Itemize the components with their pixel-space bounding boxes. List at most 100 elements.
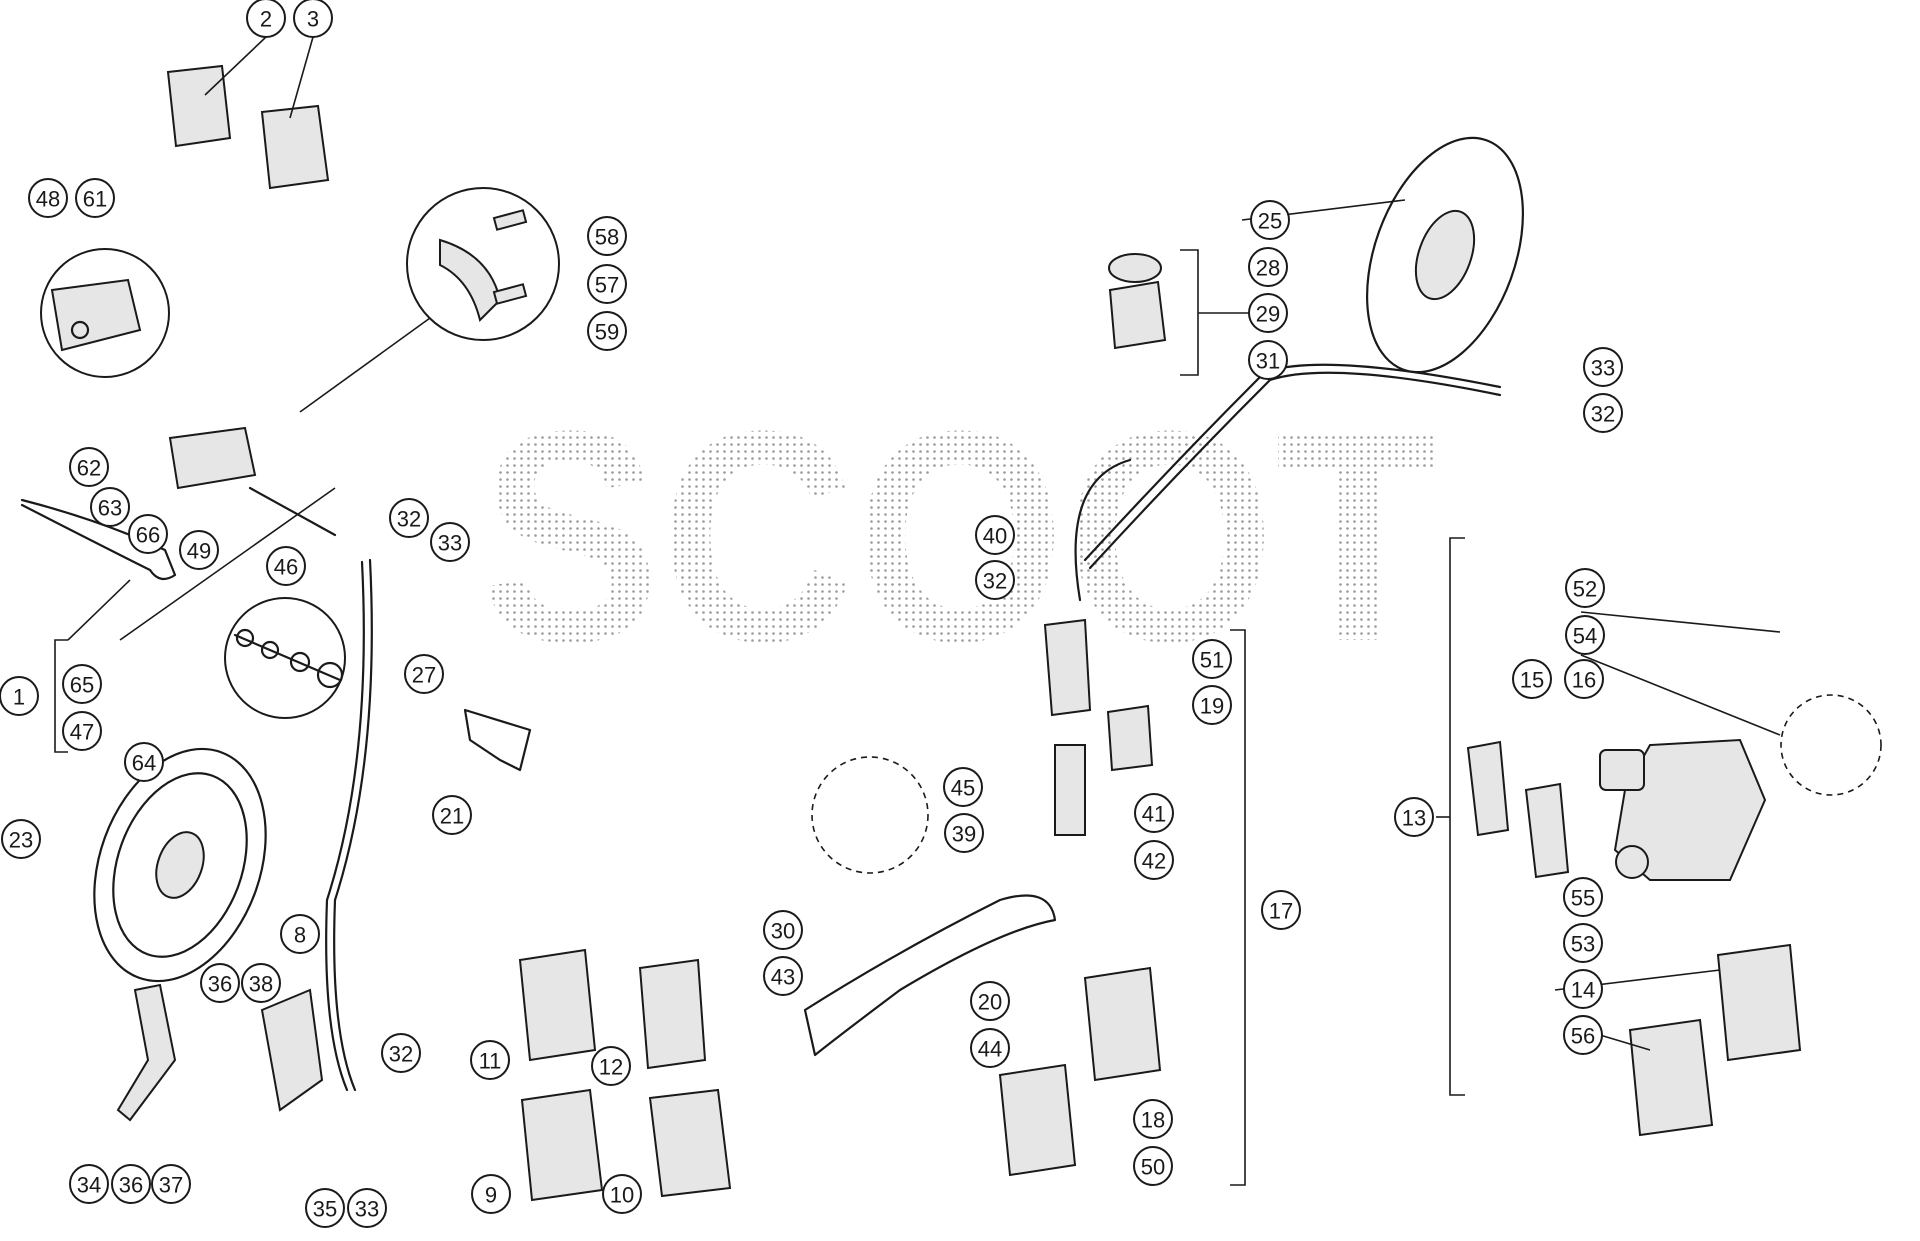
bracket-17 xyxy=(1230,629,1246,1186)
svg-text:45: 45 xyxy=(951,776,975,801)
callout-51: 51 xyxy=(1192,639,1232,679)
svg-text:48: 48 xyxy=(36,187,60,212)
svg-text:1: 1 xyxy=(13,685,25,710)
svg-text:14: 14 xyxy=(1571,978,1595,1003)
rear-master-cylinder xyxy=(1043,618,1092,717)
zoom-circle-clamp xyxy=(406,187,560,341)
zoom-circle-reservoir xyxy=(40,248,170,378)
callout-52: 52 xyxy=(1565,568,1605,608)
svg-text:25: 25 xyxy=(1258,209,1282,234)
callout-14: 14 xyxy=(1563,969,1603,1009)
zoom-circle-piston xyxy=(224,597,346,719)
callout-20: 20 xyxy=(970,981,1010,1021)
kit-bag-11 xyxy=(518,948,597,1062)
clip-21 xyxy=(463,708,532,772)
brake-pedal xyxy=(803,894,1057,1057)
kit-bag-19 xyxy=(1106,704,1154,772)
callout-18: 18 xyxy=(1133,1099,1173,1139)
callout-39: 39 xyxy=(944,813,984,853)
svg-text:27: 27 xyxy=(412,663,436,688)
callout-47: 47 xyxy=(62,711,102,751)
callout-13: 13 xyxy=(1394,797,1434,837)
front-master-cylinder xyxy=(168,426,257,490)
svg-text:33: 33 xyxy=(355,1197,379,1222)
svg-text:3: 3 xyxy=(307,7,319,32)
callout-32-d: 32 xyxy=(975,560,1015,600)
svg-text:33: 33 xyxy=(1591,356,1615,381)
callout-9: 9 xyxy=(471,1174,511,1214)
svg-text:12: 12 xyxy=(599,1055,623,1080)
svg-text:65: 65 xyxy=(70,673,94,698)
svg-text:62: 62 xyxy=(77,456,101,481)
kit-bag-2 xyxy=(166,64,232,148)
svg-text:10: 10 xyxy=(610,1183,634,1208)
callout-43: 43 xyxy=(763,956,803,996)
callout-45: 45 xyxy=(943,767,983,807)
callout-29: 29 xyxy=(1248,293,1288,333)
svg-text:59: 59 xyxy=(595,320,619,345)
bracket-1 xyxy=(54,639,68,753)
svg-text:49: 49 xyxy=(187,539,211,564)
callout-61: 61 xyxy=(75,178,115,218)
callout-66: 66 xyxy=(128,514,168,554)
caliper-bracket xyxy=(116,983,177,1122)
kit-bag-56 xyxy=(1628,1018,1714,1137)
svg-text:36: 36 xyxy=(208,972,232,997)
reservoir-body xyxy=(50,278,142,352)
svg-text:61: 61 xyxy=(83,187,107,212)
svg-text:56: 56 xyxy=(1571,1024,1595,1049)
callout-55: 55 xyxy=(1563,877,1603,917)
pad-15b xyxy=(1524,782,1570,879)
front-brake-disc xyxy=(93,747,267,983)
svg-text:2: 2 xyxy=(260,7,272,32)
kit-bag-14 xyxy=(1716,943,1802,1062)
watermark-text: SCOOT xyxy=(480,368,1440,704)
svg-text:17: 17 xyxy=(1269,899,1293,924)
callout-64: 64 xyxy=(124,742,164,782)
svg-text:18: 18 xyxy=(1141,1108,1165,1133)
svg-text:32: 32 xyxy=(983,569,1007,594)
svg-text:41: 41 xyxy=(1142,802,1166,827)
callout-62: 62 xyxy=(69,447,109,487)
pad-15a xyxy=(1466,740,1510,837)
svg-text:64: 64 xyxy=(132,751,156,776)
svg-text:31: 31 xyxy=(1256,349,1280,374)
callout-54: 54 xyxy=(1565,615,1605,655)
kit-bag-9 xyxy=(520,1088,604,1202)
svg-text:55: 55 xyxy=(1571,886,1595,911)
zoom-circle-pedal xyxy=(811,756,929,874)
svg-text:58: 58 xyxy=(595,225,619,250)
svg-text:32: 32 xyxy=(389,1042,413,1067)
clamp-body xyxy=(439,238,502,322)
callout-33-c: 33 xyxy=(1583,347,1623,387)
callout-30: 30 xyxy=(763,910,803,950)
bracket-13 xyxy=(1449,537,1465,1096)
rear-reservoir xyxy=(1108,280,1167,350)
callout-3: 3 xyxy=(293,0,333,38)
callout-19: 19 xyxy=(1192,685,1232,725)
svg-text:32: 32 xyxy=(397,507,421,532)
svg-text:29: 29 xyxy=(1256,302,1280,327)
callout-8: 8 xyxy=(280,914,320,954)
callout-25: 25 xyxy=(1250,200,1290,240)
callout-28: 28 xyxy=(1248,247,1288,287)
svg-text:19: 19 xyxy=(1200,694,1224,719)
svg-text:20: 20 xyxy=(978,990,1002,1015)
callout-59: 59 xyxy=(587,311,627,351)
callout-15: 15 xyxy=(1512,659,1552,699)
callout-37: 37 xyxy=(151,1164,191,1204)
kit-bag-10 xyxy=(648,1088,732,1198)
svg-text:32: 32 xyxy=(1591,402,1615,427)
svg-text:44: 44 xyxy=(978,1037,1002,1062)
rear-caliper xyxy=(1613,738,1767,881)
callout-38: 38 xyxy=(241,963,281,1003)
svg-text:43: 43 xyxy=(771,965,795,990)
front-caliper xyxy=(260,988,324,1112)
svg-text:66: 66 xyxy=(136,523,160,548)
svg-text:11: 11 xyxy=(479,1049,502,1074)
callout-2: 2 xyxy=(246,0,286,38)
callout-63: 63 xyxy=(90,487,130,527)
piston-16 xyxy=(1599,749,1645,791)
callout-33-b: 33 xyxy=(347,1188,387,1228)
parts-artwork xyxy=(20,36,1882,1202)
